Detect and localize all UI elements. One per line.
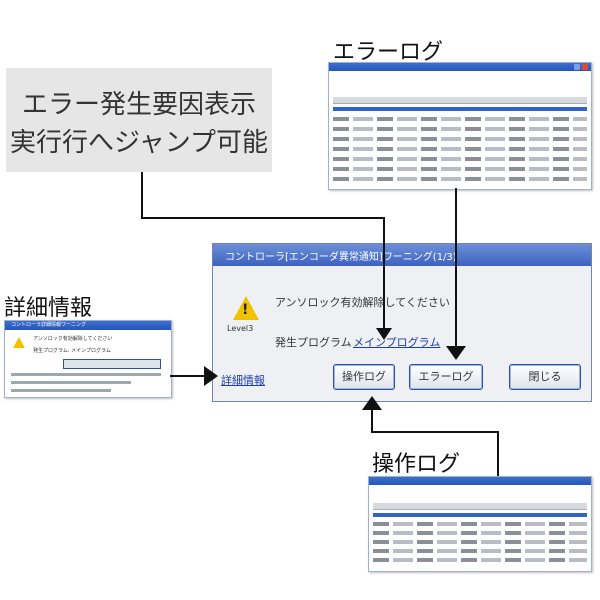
operation-log-row — [373, 513, 587, 517]
arrow-icon — [204, 366, 218, 386]
warning-icon — [233, 296, 259, 320]
details-titlebar: コントローラ詳細情報ワーニング — [5, 321, 171, 330]
arrow-icon — [362, 396, 382, 410]
warning-mark: ! — [242, 302, 249, 318]
program-label: 発生プログラム — [275, 336, 352, 349]
details-text-line — [11, 389, 111, 392]
arrow-icon — [376, 328, 392, 340]
warning-dialog: コントローラ[エンコーダ異常通知]ワーニング(1/3) ! Level3 アンソ… — [212, 243, 592, 402]
details-text-line — [11, 381, 131, 384]
error-log-window — [328, 62, 592, 190]
error-log-row — [333, 127, 587, 131]
operation-log-button[interactable]: 操作ログ — [333, 364, 395, 390]
operation-log-row — [373, 540, 587, 544]
details-text-line — [11, 373, 161, 376]
program-link[interactable]: メインプログラム — [353, 336, 441, 349]
dialog-message: アンソロック有効解除してください — [275, 296, 450, 309]
operation-log-header — [373, 503, 587, 510]
error-cause-callout: エラー発生要因表示 実行行へジャンプ可能 — [6, 68, 272, 172]
error-log-header — [333, 97, 587, 104]
operation-log-row — [373, 522, 587, 526]
dialog-titlebar: コントローラ[エンコーダ異常通知]ワーニング(1/3) — [213, 244, 591, 266]
close-button[interactable]: 閉じる — [509, 364, 581, 390]
callout-arrow — [141, 172, 385, 330]
operation-log-arrow — [371, 408, 499, 476]
close-icon — [582, 64, 588, 70]
callout-line-1: エラー発生要因表示 — [21, 90, 256, 120]
dialog-title: コントローラ[エンコーダ異常通知]ワーニング(1/3) — [225, 252, 457, 263]
error-log-row — [333, 107, 587, 111]
details-program: 発生プログラム: メインプログラム — [33, 348, 111, 354]
details-button — [63, 359, 161, 369]
maximize-icon — [574, 64, 580, 70]
operation-log-row — [373, 558, 587, 562]
details-message: アンソロック有効解除してください — [33, 336, 113, 342]
callout-line-2: 実行行へジャンプ可能 — [10, 128, 268, 158]
error-log-row — [333, 157, 587, 161]
error-log-row — [333, 147, 587, 151]
error-log-button[interactable]: エラーログ — [409, 364, 483, 390]
operation-log-row — [373, 531, 587, 535]
operation-log-row — [373, 549, 587, 553]
error-log-row — [333, 137, 587, 141]
warning-level: Level3 — [227, 324, 254, 333]
details-caption: 詳細情報 — [4, 296, 93, 321]
error-log-row — [333, 117, 587, 121]
warning-icon — [13, 337, 25, 348]
error-log-row — [333, 177, 587, 181]
details-window: コントローラ詳細情報ワーニング アンソロック有効解除してください 発生プログラム… — [4, 320, 172, 398]
details-link[interactable]: 詳細情報 — [221, 374, 265, 387]
details-title: コントローラ詳細情報ワーニング — [11, 322, 87, 328]
error-log-caption: エラーログ — [333, 40, 444, 65]
operation-log-window — [368, 476, 592, 572]
operation-log-titlebar — [369, 477, 591, 485]
error-log-titlebar — [329, 63, 591, 71]
error-log-row — [333, 167, 587, 171]
operation-log-caption: 操作ログ — [372, 452, 461, 477]
arrow-icon — [446, 346, 466, 360]
